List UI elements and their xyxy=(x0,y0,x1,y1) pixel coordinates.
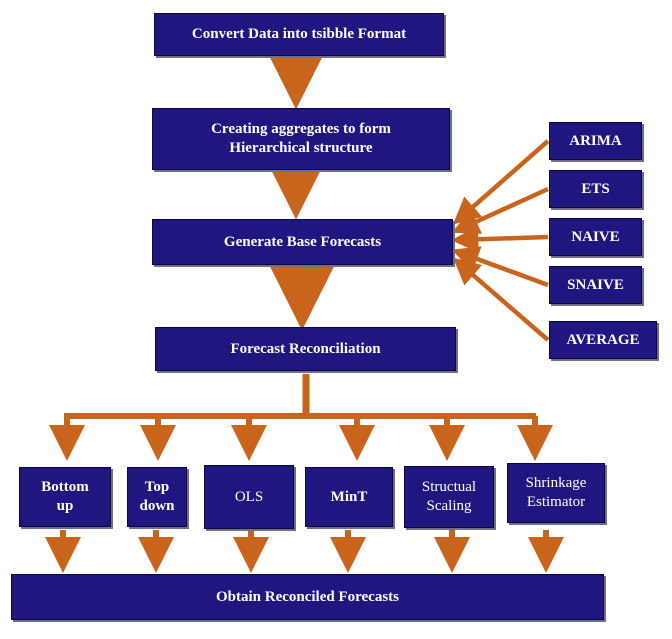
model-naive-box: NAIVE xyxy=(549,218,642,256)
arrow-model-arima-to-base xyxy=(452,139,550,225)
method-shrinkage-estimator-box: Shrinkage Estimator xyxy=(507,463,605,523)
convert-step-box: Convert Data into tsibble Format xyxy=(154,13,444,56)
method-mint-box: MinT xyxy=(305,467,393,527)
aggregate-step-line-1: Creating aggregates to form xyxy=(211,121,391,138)
model-average-box: AVERAGE xyxy=(549,321,657,359)
arrow-model-snaive-to-base xyxy=(451,246,549,288)
model-ets-label: ETS xyxy=(581,180,610,197)
method-top-down-box: Top down xyxy=(127,467,187,527)
aggregate-step-line-2: Hierarchical structure xyxy=(229,140,373,156)
base-forecast-step-box: Generate Base Forecasts xyxy=(152,219,453,265)
model-snaive-box: SNAIVE xyxy=(549,266,642,304)
convert-step-label: Convert Data into tsibble Format xyxy=(191,26,407,43)
arrow-model-ets-to-base xyxy=(451,186,549,234)
model-naive-label: NAIVE xyxy=(571,228,620,245)
method-structural-scaling-line-2: Scaling xyxy=(426,498,472,514)
reconcile-step-box: Forecast Reconciliation xyxy=(155,327,456,371)
method-mint-label: MinT xyxy=(330,488,368,505)
method-bottom-up-box: Bottom up xyxy=(19,467,111,527)
model-snaive-label: SNAIVE xyxy=(567,276,624,293)
method-top-down-line-1: Top xyxy=(144,479,170,496)
model-arima-label: ARIMA xyxy=(569,132,622,149)
reconcile-step-label: Forecast Reconciliation xyxy=(230,340,381,357)
method-ols-box: OLS xyxy=(204,465,294,529)
obtain-step-label: Obtain Reconciled Forecasts xyxy=(215,588,400,605)
arrow-model-naive-to-base xyxy=(451,225,549,253)
obtain-step-box: Obtain Reconciled Forecasts xyxy=(11,574,604,620)
method-shrinkage-estimator-line-1: Shrinkage xyxy=(525,475,587,492)
method-ols-label: OLS xyxy=(234,488,264,505)
model-average-label: AVERAGE xyxy=(566,331,640,348)
arrow-model-average-to-base xyxy=(452,257,550,342)
method-structural-scaling-line-1: Structual xyxy=(421,479,477,496)
model-arima-box: ARIMA xyxy=(549,122,642,160)
method-bottom-up-line-2: up xyxy=(56,498,74,514)
method-shrinkage-estimator-line-2: Estimator xyxy=(526,494,586,510)
model-ets-box: ETS xyxy=(549,170,642,208)
method-structural-scaling-box: Structual Scaling xyxy=(404,466,494,528)
method-bottom-up-line-1: Bottom xyxy=(41,479,89,496)
base-forecast-step-label: Generate Base Forecasts xyxy=(223,233,382,250)
method-top-down-line-2: down xyxy=(139,498,175,514)
aggregate-step-box: Creating aggregates to form Hierarchical… xyxy=(152,108,450,170)
